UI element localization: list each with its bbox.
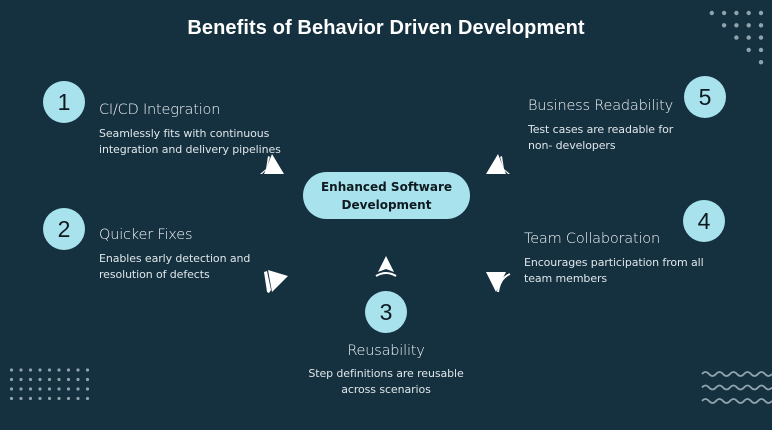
decor-dot [758, 35, 764, 40]
decor-dot [57, 368, 61, 372]
decor-dot [66, 396, 71, 401]
decor-dot [76, 396, 80, 401]
arrow-icon-1 [260, 154, 284, 174]
decor-dot [746, 10, 751, 16]
item-title-team-collaboration: Team Collaboration [524, 231, 660, 247]
decor-dot [76, 368, 80, 372]
decor-dot [85, 368, 90, 372]
decor-dot [721, 23, 727, 28]
decor-dot [734, 10, 739, 16]
decor-dot [709, 10, 714, 16]
page-title: Benefits of Behavior Driven Development [187, 17, 585, 39]
step-number-badge-2: 2 [43, 208, 85, 250]
dot-pattern-top-right [709, 10, 764, 65]
decor-dot [19, 368, 23, 372]
decor-dot [57, 396, 61, 401]
decor-dot [38, 377, 42, 382]
decor-dot [19, 396, 23, 401]
step-number-badge-4: 4 [683, 200, 725, 242]
center-node: Enhanced Software Development [303, 172, 470, 219]
decor-dot [746, 47, 751, 53]
decor-dot [76, 387, 80, 391]
decor-dot [38, 368, 42, 372]
decor-dot [85, 387, 90, 391]
decor-dot [9, 387, 14, 391]
decor-dot [57, 377, 61, 382]
item-title-ci-cd: CI/CD Integration [99, 102, 221, 118]
decor-dot [734, 23, 739, 28]
decor-dot [19, 387, 23, 391]
decor-dot [734, 35, 739, 40]
decor-dot [28, 387, 33, 391]
decor-dot [746, 35, 751, 40]
step-number-badge-1: 1 [43, 81, 85, 123]
arrow-icon-2 [264, 270, 288, 293]
decor-dot [47, 377, 52, 382]
item-desc-quicker-fixes: Enables early detection and resolution o… [99, 252, 251, 281]
decor-dot [85, 396, 90, 401]
decor-dot [85, 377, 90, 382]
decor-wave [701, 384, 772, 391]
decor-dot [758, 60, 764, 65]
decor-dot [9, 368, 14, 372]
dot-pattern-bottom-left [9, 368, 90, 401]
decor-dot [758, 47, 764, 53]
decor-wave [701, 398, 772, 404]
decor-dot [758, 23, 764, 28]
decor-dot [721, 10, 727, 16]
arrow-icon-4 [486, 272, 511, 293]
item-desc-business-readability: Test cases are readable for non- develop… [528, 123, 674, 152]
decor-dot [28, 377, 33, 382]
decor-dot [47, 396, 52, 401]
arrow-icon-3 [375, 256, 397, 277]
step-number-badge-3: 3 [365, 291, 407, 333]
decor-dot [47, 368, 52, 372]
item-desc-reusability: Step definitions are reusable across sce… [308, 367, 464, 396]
item-title-reusability: Reusability [347, 343, 425, 359]
decor-dot [19, 377, 23, 382]
item-desc-ci-cd: Seamlessly fits with continuous integrat… [99, 127, 281, 156]
item-title-quicker-fixes: Quicker Fixes [99, 227, 193, 243]
decor-dot [66, 387, 71, 391]
decor-dot [746, 23, 751, 28]
decor-dot [9, 377, 14, 382]
center-line-2: Development [341, 197, 432, 212]
wave-pattern-bottom-right [701, 371, 772, 404]
decor-wave [701, 371, 772, 377]
decor-dot [47, 387, 52, 391]
decor-dot [28, 396, 33, 401]
decor-dot [28, 368, 33, 372]
decor-dot [57, 387, 61, 391]
decor-dot [66, 377, 71, 382]
item-title-business-readability: Business Readability [528, 98, 673, 114]
arrow-icon-5 [486, 154, 510, 174]
decor-dot [38, 396, 42, 401]
decor-dot [9, 396, 14, 401]
decor-dot [758, 10, 764, 16]
center-line-1: Enhanced Software [320, 179, 453, 194]
step-number-badge-5: 5 [684, 76, 726, 118]
decor-dot [66, 368, 71, 372]
item-desc-team-collaboration: Encourages participation from all team m… [524, 256, 704, 285]
decor-dot [38, 387, 42, 391]
decor-dot [76, 377, 80, 382]
